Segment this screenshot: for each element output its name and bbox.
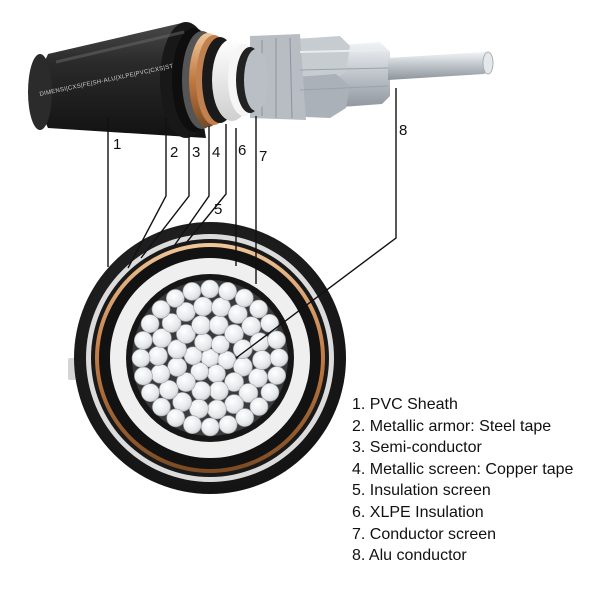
legend-item-conductor-screen: 7. Conductor screen xyxy=(352,525,497,543)
callout-1: 1 xyxy=(113,136,121,153)
alu-strand xyxy=(167,339,187,360)
leader-line-4 xyxy=(173,126,210,247)
callout-4: 4 xyxy=(212,144,220,161)
alu-strand xyxy=(148,346,168,366)
alu-strand xyxy=(194,332,213,352)
alu-strand xyxy=(150,363,171,384)
legend-item-insulation-screen: 5. Insulation screen xyxy=(352,482,491,500)
alu-strand xyxy=(209,380,229,401)
leader-line-5 xyxy=(185,124,227,244)
legend-item-xlpe-insulation: 6. XLPE Insulation xyxy=(352,503,484,521)
alu-strand xyxy=(134,366,153,386)
alu-strand xyxy=(218,415,238,434)
alu-strand xyxy=(176,372,196,392)
alu-strand xyxy=(233,339,253,359)
alu-strand xyxy=(224,372,244,392)
cable-cross-section xyxy=(68,222,346,494)
alu-strand xyxy=(200,417,220,437)
alu-strand xyxy=(218,281,237,301)
alu-strand xyxy=(267,366,287,385)
alu-strand xyxy=(183,415,202,435)
legend-item-pvc-sheath: 1. PVC Sheath xyxy=(352,396,458,413)
alu-strand xyxy=(161,313,182,333)
alu-strand xyxy=(190,362,209,381)
alu-strand xyxy=(238,383,259,403)
alu-strand xyxy=(182,282,202,301)
alu-strand xyxy=(269,348,289,368)
callout-5: 5 xyxy=(214,201,222,218)
alu-strand xyxy=(152,328,172,349)
alu-strand xyxy=(140,314,160,334)
alu-strand xyxy=(176,324,196,344)
leader-lines xyxy=(107,88,397,359)
alu-strand xyxy=(249,397,269,416)
aluminium-core-strands xyxy=(250,34,494,120)
alu-strand xyxy=(224,324,244,344)
callout-numbers: 1 2 3 4 5 6 7 8 xyxy=(113,122,407,218)
alu-strand xyxy=(191,315,211,336)
alu-strand xyxy=(166,289,185,308)
alu-strand xyxy=(235,288,254,308)
legend-item-semi-conductor: 3. Semi-conductor xyxy=(352,439,482,457)
alu-strand xyxy=(207,364,226,384)
alu-strand xyxy=(260,382,280,402)
alu-strand xyxy=(131,348,151,368)
alu-conductor-strands xyxy=(131,279,289,437)
leader-line-2 xyxy=(127,118,167,269)
cable-perspective-view: DIMENSI|CXS|FE|SH-ALU|XLPE|PVC|CXS|STA|P… xyxy=(28,22,494,138)
alu-strand xyxy=(260,313,279,333)
legend-item-steel-tape: 2. Metallic armor: Steel tape xyxy=(352,417,552,435)
leader-line-8 xyxy=(235,88,397,359)
exposed-layers xyxy=(172,28,268,132)
callout-6: 6 xyxy=(238,142,246,159)
alu-strand xyxy=(159,379,179,400)
alu-strand xyxy=(151,300,171,319)
alu-strand xyxy=(211,335,230,354)
alu-strand xyxy=(167,357,187,377)
alu-strand xyxy=(193,296,213,317)
callout-8: 8 xyxy=(399,122,407,139)
alu-strand xyxy=(249,299,268,319)
alu-strand xyxy=(141,383,160,403)
alu-strand xyxy=(134,331,153,350)
legend-item-copper-tape: 4. Metallic screen: Copper tape xyxy=(352,460,574,478)
alu-strand xyxy=(235,408,254,427)
alu-strand xyxy=(252,350,272,370)
alu-strand xyxy=(166,408,185,428)
callout-7: 7 xyxy=(259,148,267,165)
alu-strand xyxy=(241,316,261,337)
layer-legend: 1. PVC Sheath 2. Metallic armor: Steel t… xyxy=(352,394,573,567)
alu-strand xyxy=(152,397,171,417)
callout-3: 3 xyxy=(192,144,200,161)
alu-strand xyxy=(267,330,286,350)
leader-line-3 xyxy=(140,134,190,259)
alu-strand xyxy=(200,279,220,299)
legend-item-alu-conductor: 8. Alu conductor xyxy=(352,547,467,565)
callout-2: 2 xyxy=(170,144,178,161)
alu-strand xyxy=(207,399,227,420)
